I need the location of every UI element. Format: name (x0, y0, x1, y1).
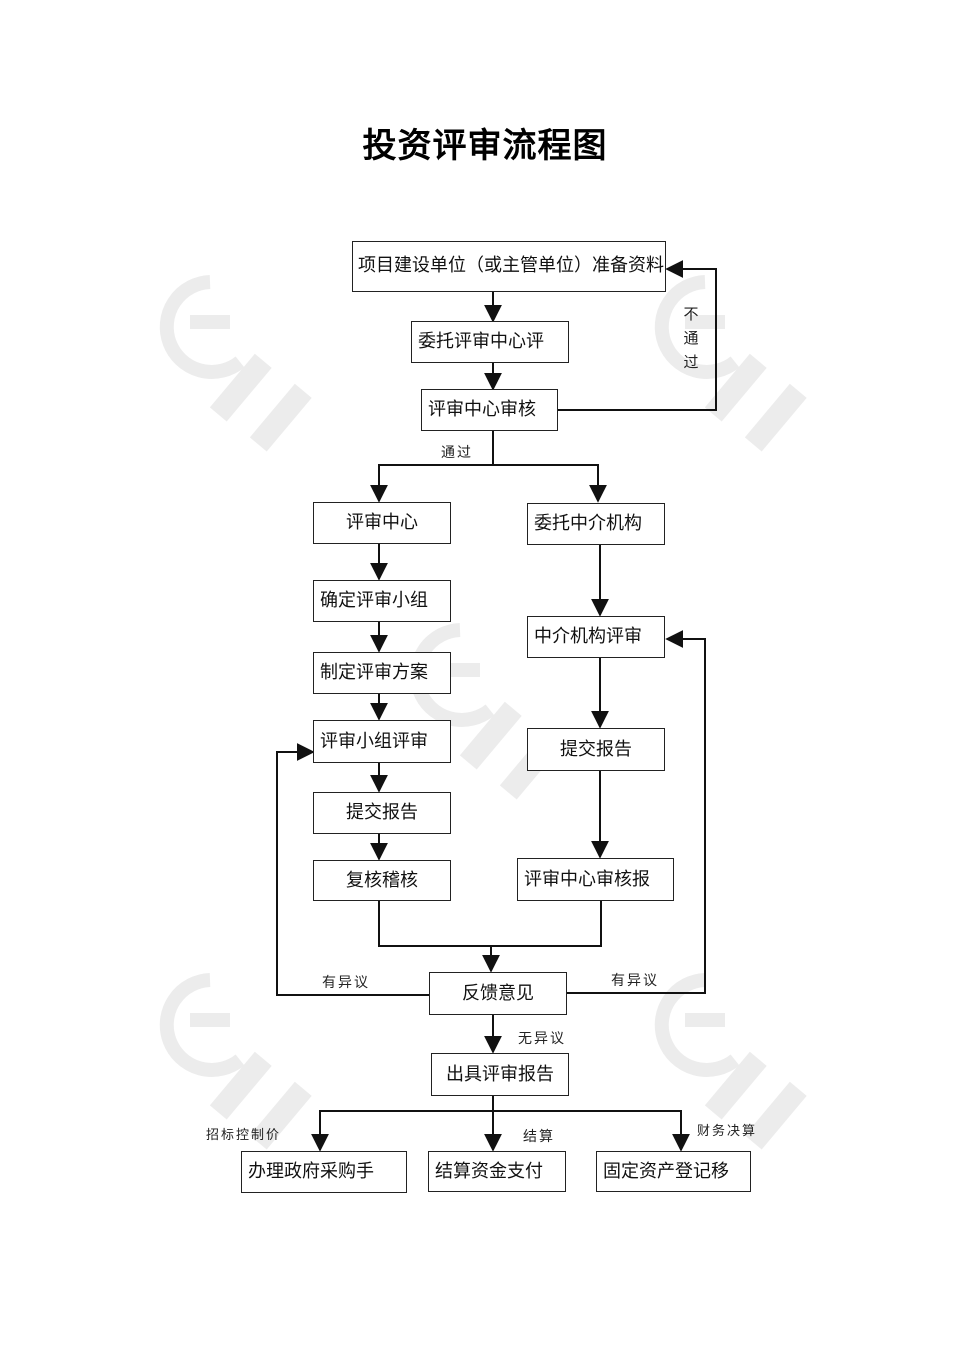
node-entrust-center: 委托评审中心评 (411, 321, 569, 363)
label-objection-right: 有异议 (611, 973, 659, 989)
node-agency-review: 中介机构评审 (527, 616, 665, 658)
node-submit-report-left: 提交报告 (313, 792, 451, 834)
node-gov-purchase: 办理政府采购手 (241, 1151, 407, 1193)
node-center-check-report: 评审中心审核报 (517, 858, 674, 901)
arrow-split-left (370, 464, 493, 503)
line-bottom-split (319, 1110, 682, 1148)
node-recheck: 复核稽核 (313, 860, 451, 901)
node-feedback: 反馈意见 (429, 972, 567, 1015)
label-objection-left: 有异议 (322, 975, 370, 991)
label-final-accounts: 财务决算 (697, 1124, 758, 1139)
label-no-objection: 无异议 (518, 1031, 566, 1047)
node-entrust-agency: 委托中介机构 (527, 503, 665, 545)
node-issue-report: 出具评审报告 (431, 1053, 569, 1096)
label-pass: 通过 (441, 445, 473, 461)
page-title: 投资评审流程图 (362, 126, 608, 166)
loop-objection-right (567, 630, 706, 994)
node-make-plan: 制定评审方案 (313, 652, 451, 694)
label-settlement: 结算 (523, 1129, 555, 1145)
loop-objection-left (276, 743, 430, 996)
loop-not-pass (558, 260, 717, 411)
node-submit-report-right: 提交报告 (527, 728, 665, 771)
node-asset-transfer: 固定资产登记移 (596, 1151, 751, 1192)
node-prepare: 项目建设单位（或主管单位）准备资料 (352, 241, 666, 292)
node-group-review: 评审小组评审 (313, 720, 451, 763)
arrow-split-right (493, 464, 607, 503)
node-center-check: 评审中心审核 (421, 389, 558, 431)
node-review-center: 评审中心 (313, 502, 451, 544)
label-not-pass: 不通过 (683, 305, 699, 371)
node-form-group: 确定评审小组 (313, 580, 451, 622)
node-settlement-pay: 结算资金支付 (428, 1151, 566, 1192)
line-merge (378, 901, 602, 947)
label-bid-price: 招标控制价 (206, 1128, 282, 1143)
